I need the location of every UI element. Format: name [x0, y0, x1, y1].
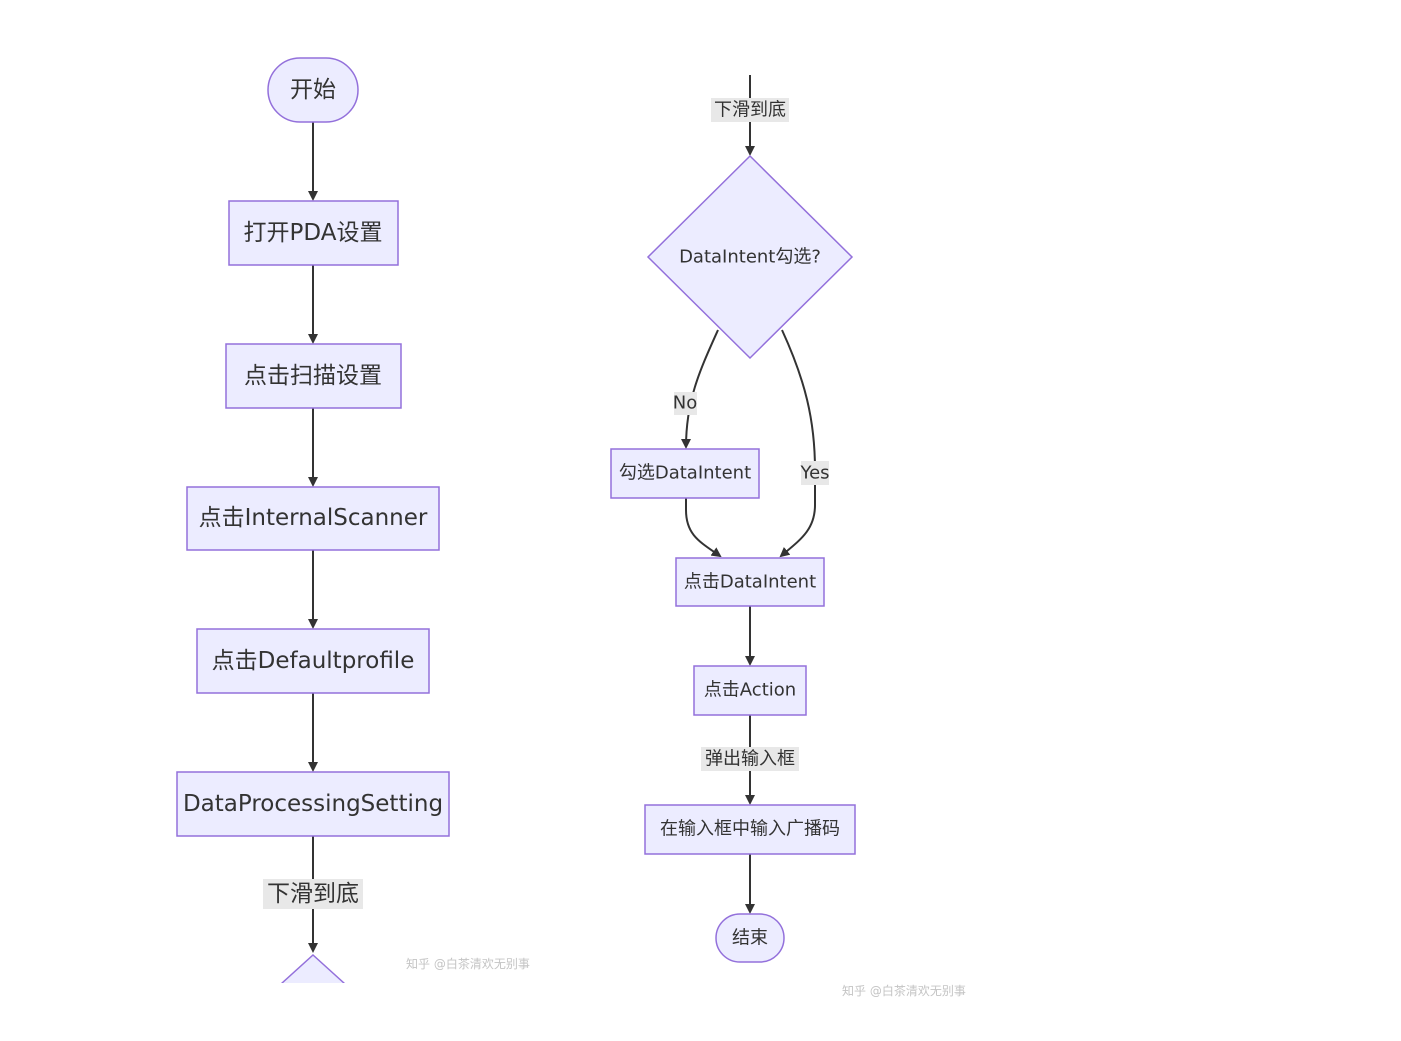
watermark: 知乎 @白茶清欢无别事	[842, 983, 966, 998]
node-label: 勾选DataIntent	[619, 463, 751, 484]
node-label: DataProcessingSetting	[183, 791, 443, 817]
left-edge-label-scroll-bottom: 下滑到底	[263, 879, 363, 909]
end-node: 结束	[715, 913, 785, 963]
node-label: 点击Action	[704, 680, 796, 701]
end-label: 结束	[732, 928, 768, 949]
node-label: 点击扫描设置	[244, 363, 382, 389]
data-processing-setting-node: DataProcessingSetting	[176, 771, 450, 837]
click-internal-scanner-node: 点击InternalScanner	[186, 486, 440, 551]
edge	[685, 498, 722, 558]
node-label: 点击Defaultprofile	[212, 648, 415, 674]
node-label: DataIntent勾选?	[679, 247, 821, 268]
click-scan-settings-node: 点击扫描设置	[225, 343, 402, 409]
node-label: 点击InternalScanner	[199, 505, 428, 531]
right-edge-label-scroll-bottom: 下滑到底	[711, 98, 789, 122]
edge-no	[681, 329, 719, 449]
no-label: No	[673, 392, 697, 415]
left-decision-partial	[270, 953, 360, 1003]
open-pda-settings-node: 打开PDA设置	[228, 200, 399, 266]
node-label: 打开PDA设置	[244, 220, 383, 246]
start-label: 开始	[290, 77, 336, 103]
click-dataintent-node: 点击DataIntent	[675, 557, 825, 607]
node-label: 在输入框中输入广播码	[660, 819, 840, 840]
popup-input-label: 弹出输入框	[701, 747, 799, 771]
node-label: 点击DataIntent	[684, 572, 816, 593]
enter-broadcast-code-node: 在输入框中输入广播码	[644, 804, 856, 855]
watermark: 知乎 @白茶清欢无别事	[406, 956, 530, 971]
click-default-profile-node: 点击Defaultprofile	[196, 628, 430, 694]
edge-label: 下滑到底	[267, 881, 359, 907]
yes-label: Yes	[799, 461, 830, 485]
check-dataintent-node: 勾选DataIntent	[610, 448, 760, 499]
edge-label: No	[673, 393, 697, 414]
start-node: 开始	[267, 57, 359, 123]
edge-label: 下滑到底	[714, 100, 786, 121]
click-action-node: 点击Action	[693, 665, 807, 716]
edge-label: 弹出输入框	[705, 749, 795, 770]
edge-label: Yes	[799, 463, 829, 484]
edge-yes	[779, 329, 816, 558]
decision-node: DataIntent勾选?	[646, 154, 854, 360]
